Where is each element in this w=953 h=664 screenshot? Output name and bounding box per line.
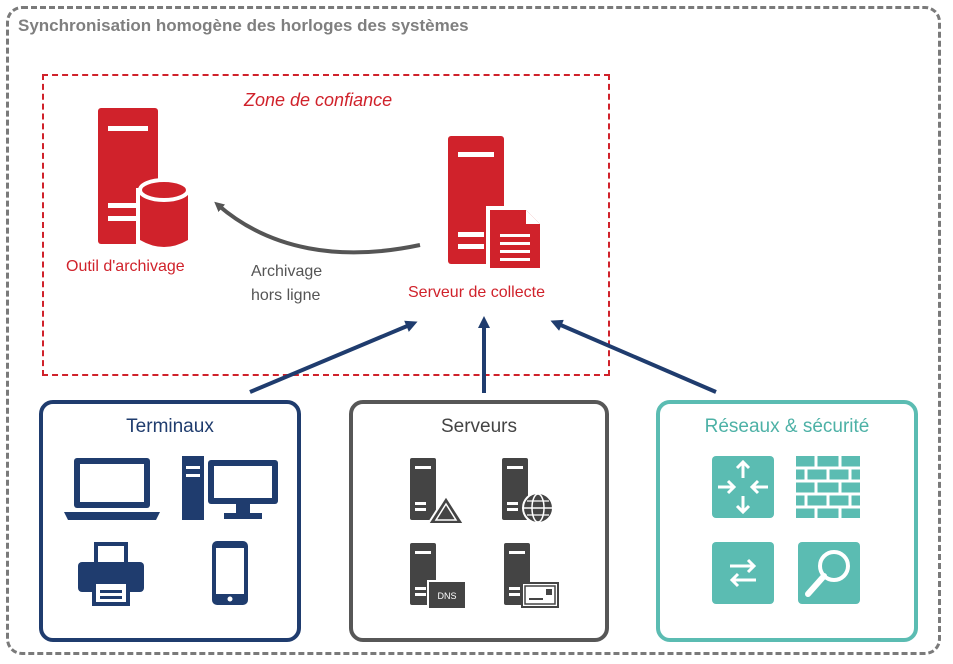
- archive-arrow: [214, 201, 421, 255]
- collector-server-icon: [448, 136, 544, 272]
- archive-server-db-icon: [98, 108, 192, 247]
- warning-server-icon: [410, 458, 466, 525]
- dns-text: DNS: [437, 591, 456, 601]
- network-security-title: Réseaux & sécurité: [704, 416, 870, 437]
- outer-frame: [6, 6, 941, 655]
- edge-label-line1: Archivage: [251, 263, 323, 280]
- mail-server-icon: [504, 543, 559, 608]
- servers-title: Serveurs: [440, 416, 518, 437]
- desktop-icon: [182, 456, 278, 520]
- terminals-group: Terminaux: [39, 400, 301, 642]
- switch-icon: [712, 542, 774, 604]
- router-icon: [712, 456, 774, 518]
- diagram-title: Synchronisation homogène des horloges de…: [18, 16, 469, 35]
- web-server-icon: [502, 458, 554, 524]
- smartphone-icon: [212, 541, 248, 605]
- dns-server-icon: DNS: [410, 543, 467, 610]
- laptop-icon: [64, 458, 160, 520]
- trust-zone-frame: [42, 74, 610, 376]
- firewall-icon: [796, 456, 860, 518]
- terminals-title: Terminaux: [126, 416, 214, 437]
- printer-icon: [78, 542, 144, 606]
- servers-group: Serveurs: [349, 400, 609, 642]
- collector-label: Serveur de collecte: [408, 284, 545, 301]
- archive-tool-label: Outil d'archivage: [66, 258, 185, 275]
- search-icon: [798, 542, 860, 604]
- network-to-collector-arrow: [550, 319, 717, 394]
- terminals-to-collector-arrow: [249, 320, 418, 394]
- trust-zone-title: Zone de confiance: [244, 90, 393, 110]
- edge-label-line2: hors ligne: [251, 287, 321, 304]
- network-security-group: Réseaux & sécurité: [656, 400, 918, 642]
